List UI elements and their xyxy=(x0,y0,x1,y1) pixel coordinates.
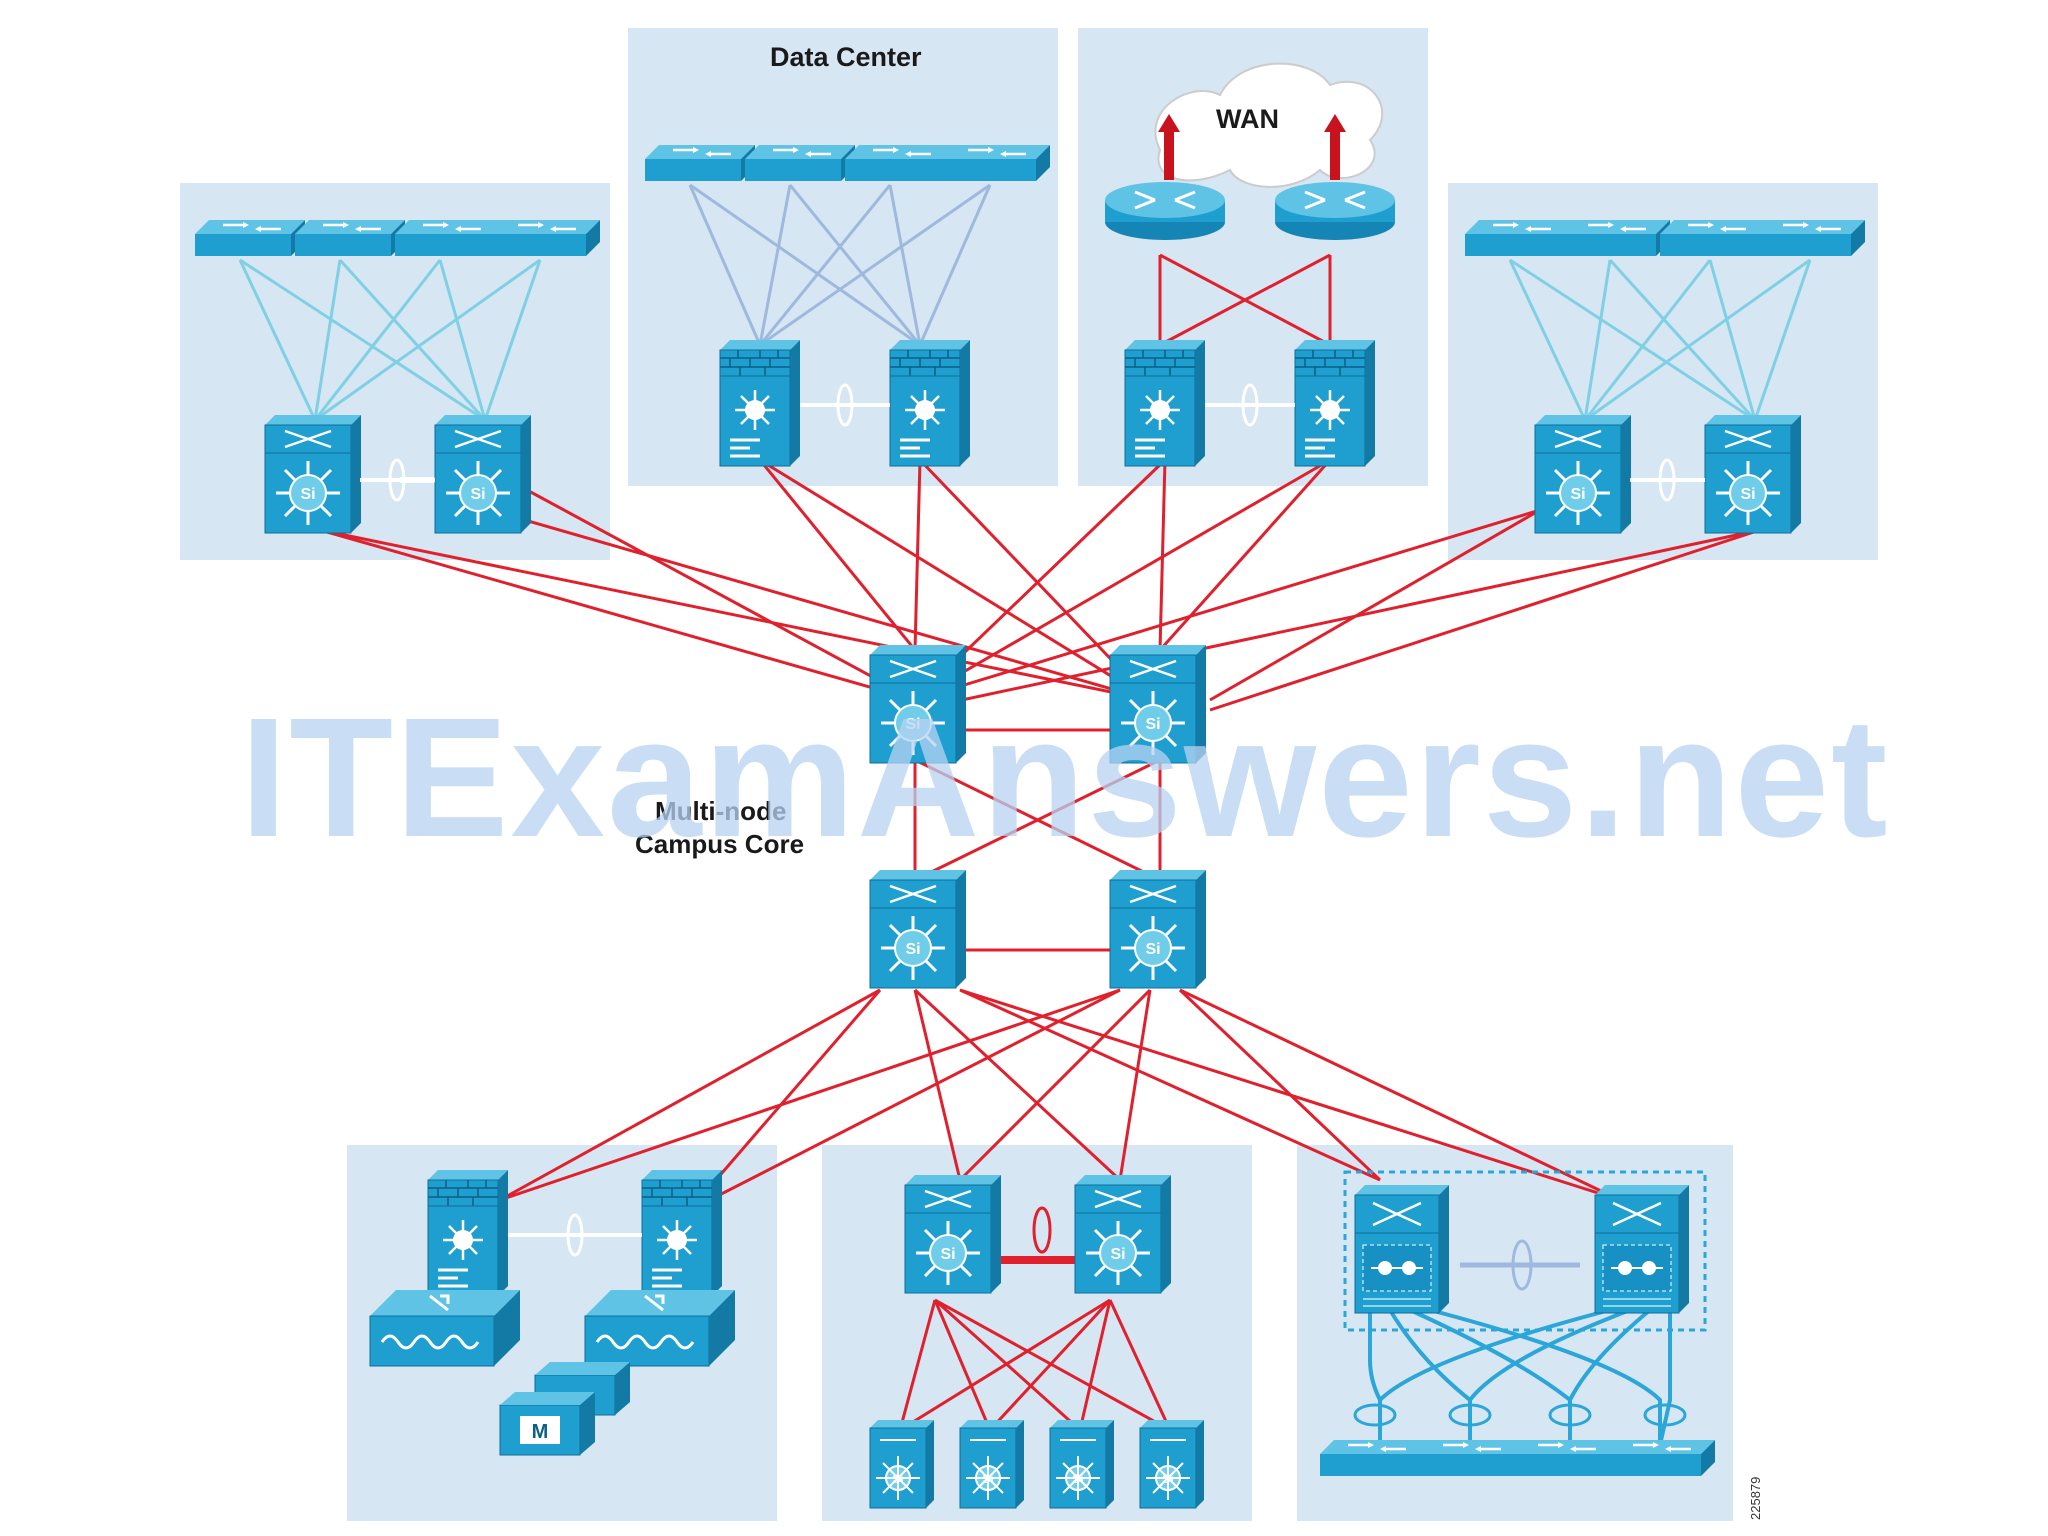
multilayer-switch-icon xyxy=(903,1173,1003,1295)
switch-icon xyxy=(488,218,602,258)
appliance-icon xyxy=(368,1288,522,1368)
core-title-line2: Campus Core xyxy=(635,829,804,859)
access-switches-right xyxy=(1463,218,1867,258)
wan-edge-devices xyxy=(1103,180,1397,468)
switch-icon xyxy=(1603,1438,1717,1478)
access-switch-icon xyxy=(959,1419,1025,1509)
core-switch-icon xyxy=(1108,643,1208,765)
switch-icon xyxy=(743,143,857,183)
switch-icon xyxy=(1658,218,1772,258)
data-center-block xyxy=(628,28,1058,486)
access-switch-icon xyxy=(1139,1419,1205,1509)
dc-access-switches xyxy=(643,143,1052,183)
switch-icon xyxy=(393,218,507,258)
access-teal-links xyxy=(238,258,1812,483)
multilayer-switch-icon xyxy=(1073,1173,1173,1295)
mcu-label: M xyxy=(532,1421,549,1443)
access-switch-icon xyxy=(869,1419,935,1509)
firewall-switch-icon xyxy=(888,338,972,468)
vss-access-links xyxy=(1368,1308,1672,1446)
firewall-switch-icon xyxy=(426,1168,510,1298)
core-title-line1: Multi-node xyxy=(655,796,786,826)
access-switch-icon xyxy=(1049,1419,1115,1509)
services-devices: M xyxy=(368,1168,737,1456)
multilayer-switch-icon xyxy=(433,413,533,535)
switch-icon xyxy=(1753,218,1867,258)
call-manager-icon: M xyxy=(499,1362,630,1456)
core-switch-icon xyxy=(868,643,968,765)
multilayer-switch-icon xyxy=(1533,413,1633,535)
switch-icon xyxy=(938,143,1052,183)
switch-icon xyxy=(293,218,407,258)
multilayer-switch-icon xyxy=(263,413,363,535)
dc-services-switches xyxy=(718,338,972,468)
firewall-switch-icon xyxy=(718,338,802,468)
switch-icon xyxy=(1463,218,1577,258)
distribution-right xyxy=(1533,413,1803,535)
vss-devices xyxy=(1318,1170,1717,1478)
firewall-switch-icon xyxy=(640,1168,724,1298)
firewall-switch-icon xyxy=(1293,338,1377,468)
access-blue-links xyxy=(688,183,1580,1268)
switch-icon xyxy=(843,143,957,183)
access-switches-left xyxy=(193,218,602,258)
switch-icon xyxy=(1558,218,1672,258)
appliance-icon xyxy=(583,1288,737,1368)
switch-icon xyxy=(193,218,307,258)
vss-chassis-icon xyxy=(1593,1183,1691,1315)
switch-icon xyxy=(1318,1438,1432,1478)
multilayer-switch-icon xyxy=(1703,413,1803,535)
switch-icon xyxy=(1508,1438,1622,1478)
figure-id: 225879 xyxy=(1748,1477,1763,1520)
wan-cloud xyxy=(1154,62,1384,188)
router-icon xyxy=(1103,180,1227,242)
switch-icon xyxy=(1413,1438,1527,1478)
switch-icon xyxy=(643,143,757,183)
campus-core-switches xyxy=(868,643,1208,990)
core-switch-icon xyxy=(868,868,968,990)
vss-chassis-icon xyxy=(1353,1183,1451,1315)
distribution-left xyxy=(263,413,533,535)
router-icon xyxy=(1273,180,1397,242)
wan-uplink-arrows xyxy=(1158,114,1346,180)
core-switch-icon xyxy=(1108,868,1208,990)
distribution-devices xyxy=(869,1173,1205,1509)
firewall-switch-icon xyxy=(1123,338,1207,468)
wan-title: WAN xyxy=(1216,104,1279,134)
data-center-title: Data Center xyxy=(770,42,922,72)
